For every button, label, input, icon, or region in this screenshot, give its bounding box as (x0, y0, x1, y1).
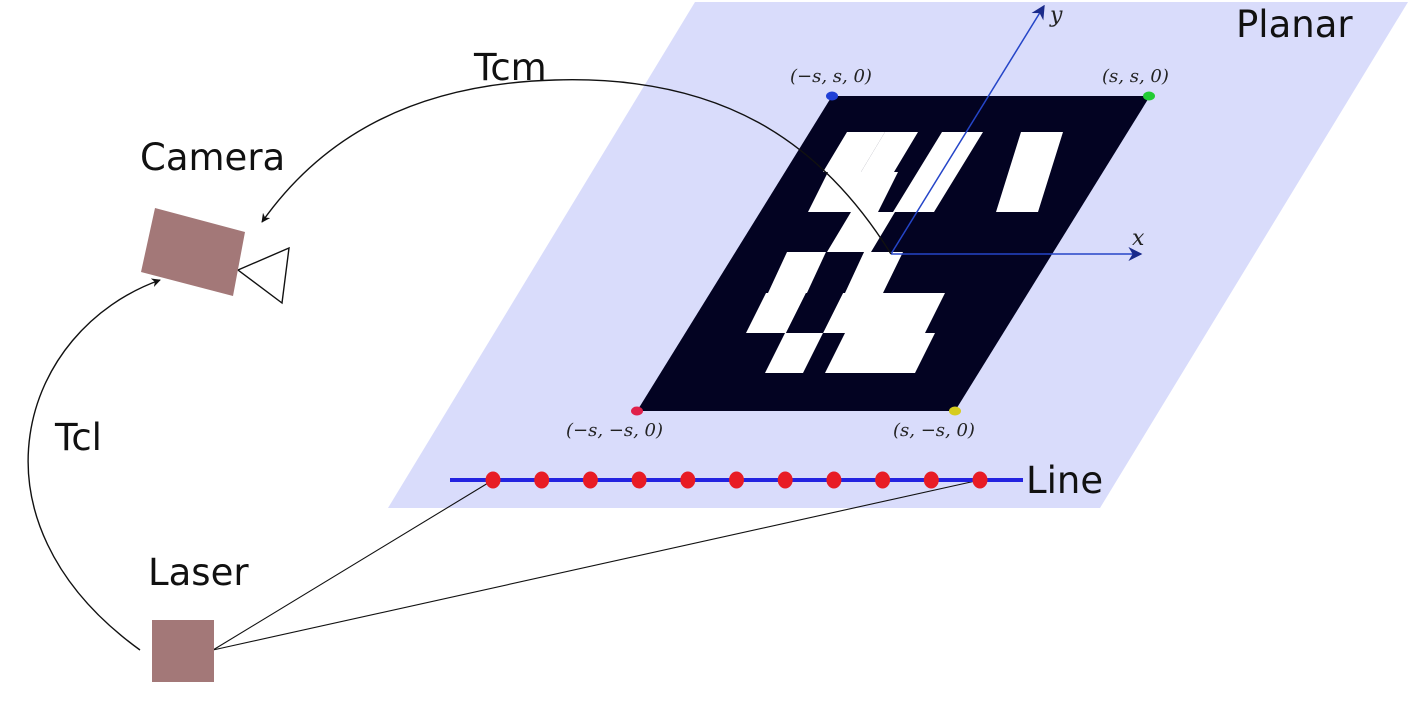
corner-dot-bottom-right (949, 406, 961, 416)
tcm-arrow (261, 79, 892, 255)
scan-point (777, 471, 793, 489)
scan-point (923, 471, 939, 489)
camera-device (141, 208, 290, 305)
scan-point (826, 471, 842, 489)
scan-point (875, 471, 891, 489)
corner-dot-top-right (1143, 91, 1155, 101)
scan-point (631, 471, 647, 489)
corner-label-bottom-left: (−s, −s, 0) (566, 420, 663, 441)
scan-point (972, 471, 988, 489)
laser-label: Laser (148, 551, 249, 594)
camera-label: Camera (140, 136, 285, 179)
line-label: Line (1026, 459, 1103, 502)
scan-point (680, 471, 696, 489)
tcl-label: Tcl (54, 416, 102, 459)
scan-point (534, 471, 550, 489)
scan-point (485, 471, 501, 489)
scan-point (582, 471, 598, 489)
tcl-arrow (27, 278, 161, 651)
tcm-label: Tcm (473, 46, 547, 89)
y-axis-label: y (1049, 3, 1063, 28)
planar-label: Planar (1236, 3, 1353, 46)
corner-dot-bottom-left (631, 406, 643, 416)
camera-body (141, 208, 245, 296)
laser-device (152, 620, 214, 682)
scan-points (485, 471, 988, 489)
laser-ray-left (212, 479, 494, 651)
scan-point (729, 471, 744, 489)
corner-label-top-right: (s, s, 0) (1102, 66, 1169, 87)
corner-label-top-left: (−s, s, 0) (790, 66, 872, 87)
marker-y-axis (890, 4, 1045, 255)
corner-dot-top-left (826, 91, 838, 101)
x-axis-label: x (1132, 226, 1145, 251)
camera-lens (236, 246, 290, 305)
corner-label-bottom-right: (s, −s, 0) (893, 420, 975, 441)
laser-ray-right (212, 479, 981, 651)
